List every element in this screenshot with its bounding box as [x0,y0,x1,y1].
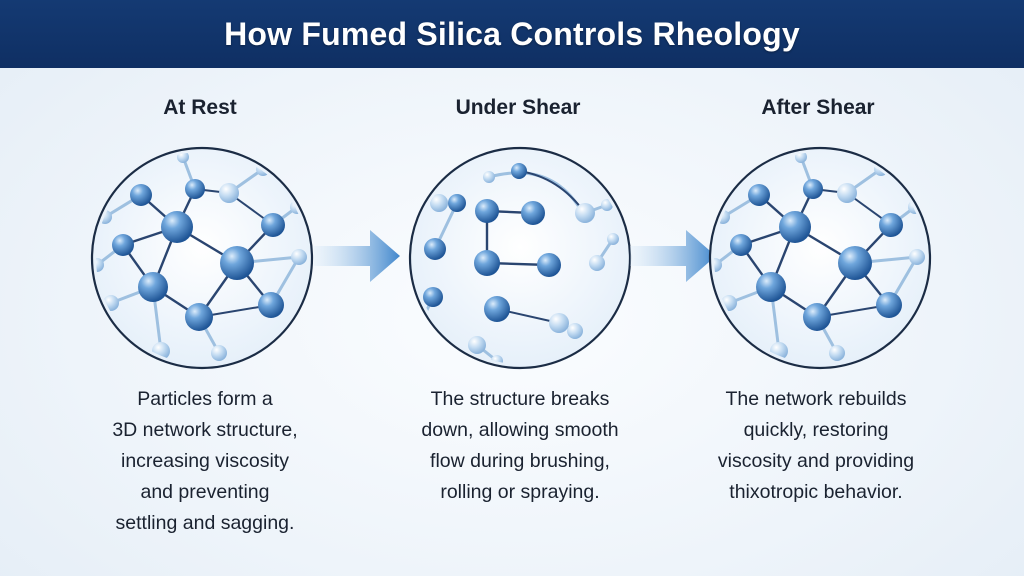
network-at-rest-diagram [90,146,314,370]
stage-description-after-shear: The network rebuilds quickly, restoring … [717,388,915,503]
network-after-shear-diagram [708,146,932,370]
shear-particles [414,163,619,364]
stage-description-at-rest: Particles form a 3D network structure, i… [112,388,298,534]
network-under-shear-diagram [408,146,632,370]
stage-description-under-shear: The structure breaks down, allowing smoo… [421,388,619,503]
header-banner: How Fumed Silica Controls Rheology [0,0,1024,68]
stage-title-at-rest: At Rest [163,96,237,119]
stage-title-after-shear: After Shear [761,96,875,119]
stage-title-under-shear: Under Shear [455,96,581,119]
page-title: How Fumed Silica Controls Rheology [224,15,800,52]
arrow-right-icon [314,226,402,286]
arrow-right-icon [630,226,718,286]
